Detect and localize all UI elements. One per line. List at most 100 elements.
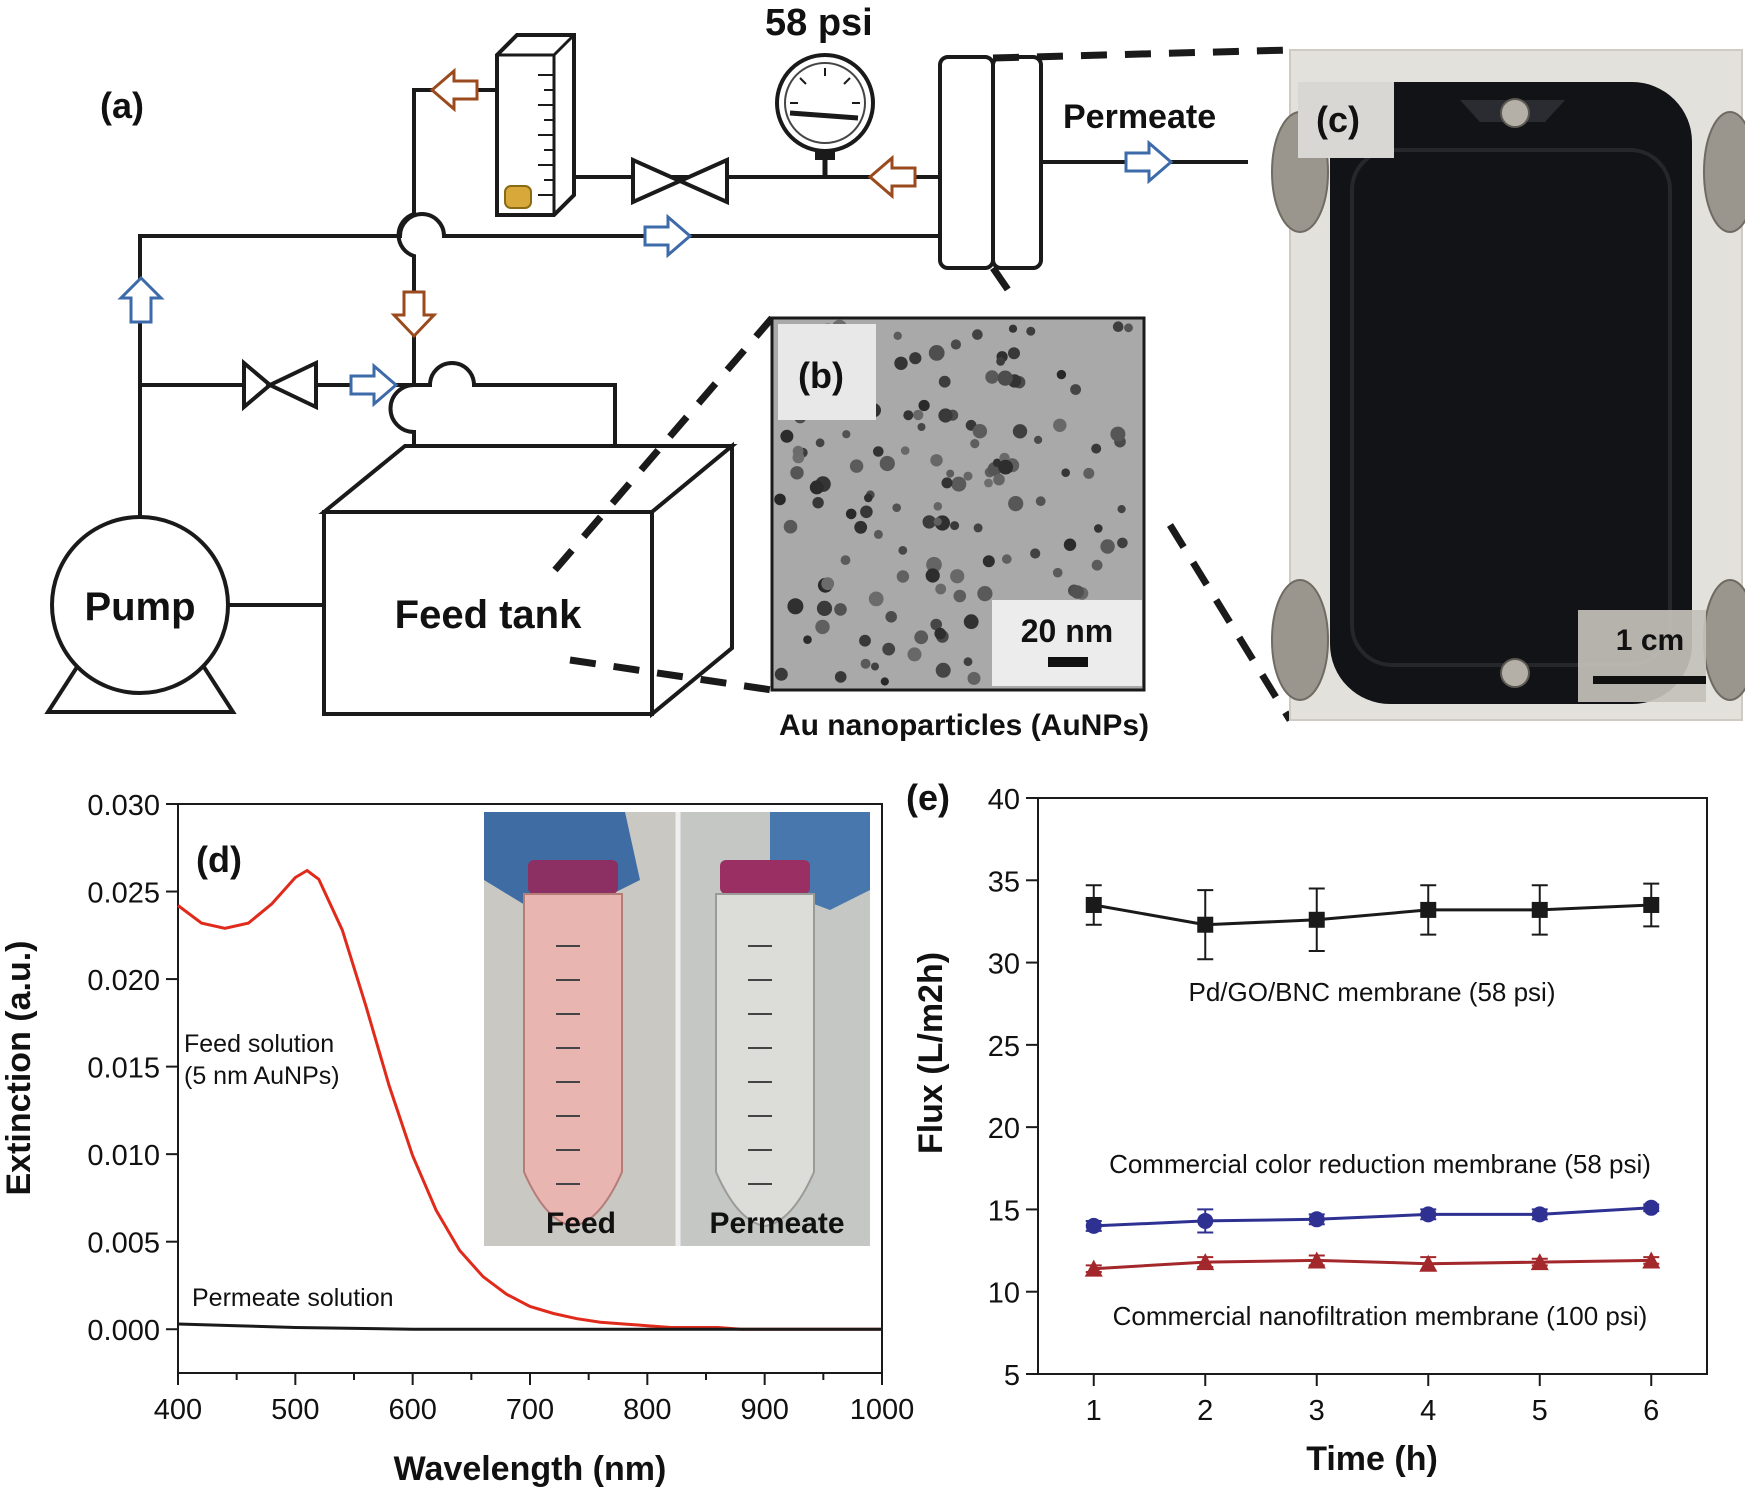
nanoparticle xyxy=(898,546,908,555)
nanoparticle xyxy=(880,677,889,686)
photo-scale-label: 1 cm xyxy=(1616,624,1684,657)
nanoparticle xyxy=(882,642,896,656)
panel-label-d: (d) xyxy=(196,839,242,880)
nanoparticle xyxy=(950,339,962,350)
nanoparticle xyxy=(1083,467,1095,479)
annotation-feed-line1: Feed solution xyxy=(184,1030,334,1058)
nanoparticle xyxy=(907,647,922,662)
pressure-gauge xyxy=(775,53,875,177)
retentate-return-pipe xyxy=(388,88,497,480)
nanoparticle xyxy=(917,423,926,431)
data-point xyxy=(1643,1199,1660,1216)
nanoparticle xyxy=(873,529,883,539)
flow-arrow-flowmeter-out xyxy=(429,67,479,113)
nanoparticle xyxy=(821,577,835,591)
nanoparticle xyxy=(1063,538,1077,551)
nanoparticle xyxy=(774,493,786,506)
panel-label-b-box xyxy=(778,324,876,420)
x-tick-label: 2 xyxy=(1197,1395,1213,1427)
x-tick-label: 600 xyxy=(388,1394,436,1426)
nanoparticle xyxy=(933,517,942,526)
nanoparticle xyxy=(815,438,825,448)
nanoparticle xyxy=(972,329,983,340)
nanoparticle xyxy=(845,508,857,520)
annotation-permeate: Permeate solution xyxy=(192,1284,394,1312)
nanoparticle xyxy=(938,375,951,388)
x-tick-label: 400 xyxy=(154,1394,202,1426)
y-tick-label: 0.020 xyxy=(87,965,160,997)
nanoparticle xyxy=(1091,559,1103,571)
panel-label-e: (e) xyxy=(906,777,950,818)
valve-retentate xyxy=(631,156,729,206)
x-tick-label: 800 xyxy=(623,1394,671,1426)
nanoparticle xyxy=(860,658,871,669)
nanoparticle xyxy=(1012,424,1028,439)
y-tick-label: 20 xyxy=(988,1113,1020,1145)
nanoparticle xyxy=(922,515,936,529)
nanoparticle xyxy=(909,352,922,365)
e-ylabel: Flux (L/m2h) xyxy=(912,952,950,1154)
data-point xyxy=(1196,1253,1215,1271)
x-tick-label: 700 xyxy=(506,1394,554,1426)
d-xlabel: Wavelength (nm) xyxy=(394,1450,667,1488)
data-point xyxy=(1197,916,1214,933)
nanoparticle xyxy=(860,505,873,519)
nanoparticle xyxy=(790,466,804,480)
nanoparticle xyxy=(997,370,1013,386)
photo-scale-box xyxy=(1578,610,1706,702)
flow-meter xyxy=(495,33,576,217)
nanoparticle xyxy=(1124,323,1133,333)
nanoparticle xyxy=(815,619,830,635)
nanoparticle xyxy=(1030,548,1041,559)
nanoparticle xyxy=(1056,369,1067,380)
nanoparticle xyxy=(996,357,1005,366)
data-point xyxy=(1419,1254,1438,1272)
flow-meter-float xyxy=(504,185,532,209)
nanoparticle xyxy=(1110,426,1126,442)
nanoparticle xyxy=(1094,524,1103,533)
data-point xyxy=(1084,1259,1103,1277)
nanoparticle xyxy=(977,586,993,602)
nanoparticle xyxy=(950,569,965,584)
nanoparticle xyxy=(1112,321,1124,333)
x-tick-label: 1 xyxy=(1086,1395,1102,1427)
annotation-feed-line2: (5 nm AuNPs) xyxy=(184,1062,340,1090)
y-tick-label: 15 xyxy=(988,1195,1020,1227)
nanoparticle xyxy=(893,331,902,340)
y-tick-label: 5 xyxy=(1004,1360,1020,1392)
plot-frame xyxy=(1037,797,1708,1375)
series-label-color-reduction: Commercial color reduction membrane (58 … xyxy=(1109,1149,1651,1179)
nanoparticles-caption: Au nanoparticles (AuNPs) xyxy=(779,709,1149,742)
y-tick-label: 25 xyxy=(988,1031,1020,1063)
schematic-panel: (a) 58 psi xyxy=(44,2,1293,722)
nanoparticle xyxy=(1061,468,1070,478)
screw-bottom xyxy=(1500,658,1530,688)
data-point xyxy=(1308,1211,1325,1228)
nanoparticle xyxy=(1002,554,1012,564)
nanoparticle xyxy=(1008,324,1018,333)
nanoparticle xyxy=(868,591,884,607)
nanoparticle xyxy=(984,478,993,488)
nanoparticle xyxy=(970,439,980,449)
nanoparticle xyxy=(787,598,804,615)
nanoparticle xyxy=(913,409,924,421)
nanoparticle xyxy=(900,446,910,455)
nanoparticle xyxy=(928,345,945,361)
y-tick-label: 0.010 xyxy=(87,1140,160,1172)
nanoparticle xyxy=(930,454,943,467)
data-point xyxy=(1531,901,1548,918)
nanoparticle xyxy=(871,662,879,671)
nanoparticle xyxy=(1070,585,1085,599)
data-point xyxy=(1307,1251,1326,1269)
inset-photo: Feed Permeate xyxy=(484,812,870,1246)
nanoparticle xyxy=(903,410,914,421)
nanoparticle xyxy=(1052,567,1063,578)
permeate-label: Permeate xyxy=(1063,98,1216,136)
tem-scale-bar xyxy=(1048,657,1088,667)
y-tick-label: 10 xyxy=(988,1278,1020,1310)
series-label-nanofiltration: Commercial nanofiltration membrane (100 … xyxy=(1113,1301,1648,1331)
gauge-needle xyxy=(789,110,859,121)
nanoparticle xyxy=(1070,384,1081,395)
x-tick-label: 1000 xyxy=(850,1394,915,1426)
